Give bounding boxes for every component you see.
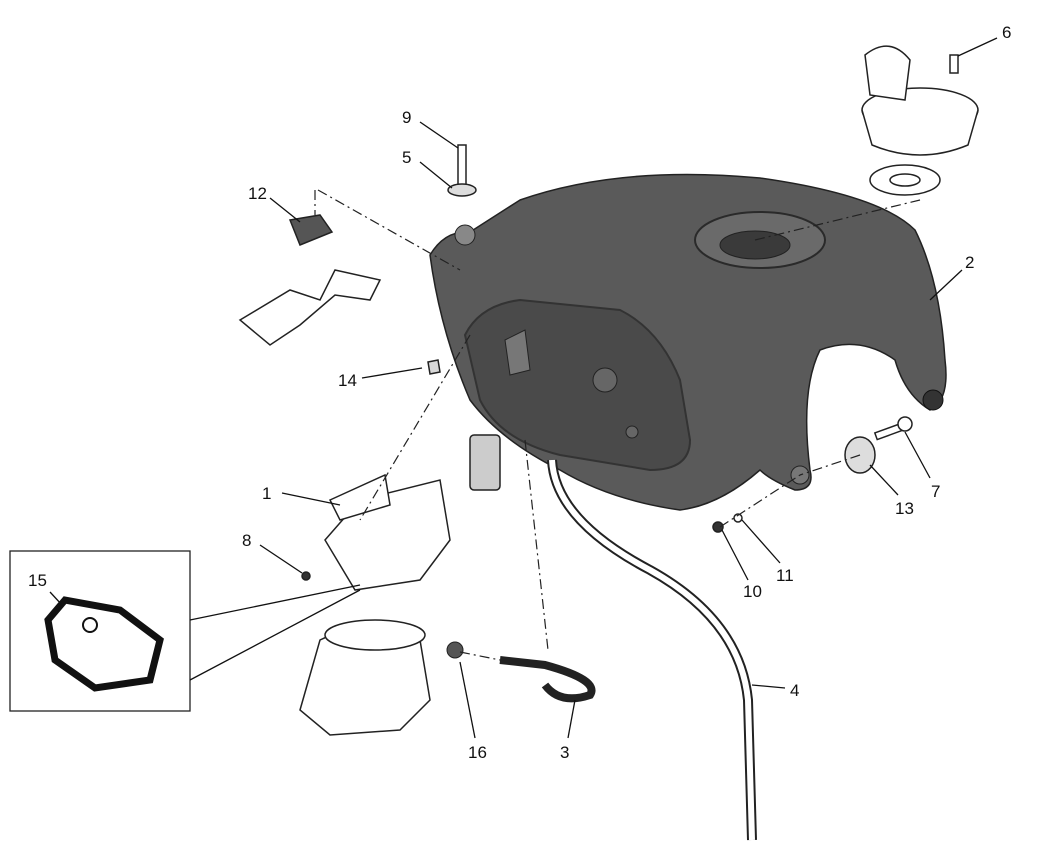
callout-11: 11 <box>776 566 794 585</box>
callout-8: 8 <box>242 531 251 550</box>
front-bracket <box>238 214 441 375</box>
callout-7: 7 <box>931 482 940 501</box>
filler-cap <box>861 45 979 196</box>
leader-lines <box>49 37 998 739</box>
breather-hose <box>499 656 596 703</box>
callout-13: 13 <box>895 499 914 518</box>
callout-16: 16 <box>468 743 487 762</box>
callout-10: 10 <box>743 582 762 601</box>
drain-hose-inner <box>549 459 755 841</box>
callout-14: 14 <box>338 371 357 390</box>
fuel-pump <box>299 434 501 736</box>
callout-6: 6 <box>1002 23 1011 42</box>
gasket-inset <box>9 550 361 712</box>
callout-1: 1 <box>262 484 271 503</box>
fuel-tank <box>429 173 947 511</box>
callout-2: 2 <box>965 253 974 272</box>
hose-connector <box>446 641 464 659</box>
callout-9: 9 <box>402 108 411 127</box>
drain-hose <box>547 459 757 841</box>
callout-12: 12 <box>248 184 267 203</box>
callout-labels: 1 2 3 4 5 6 7 8 9 10 11 12 13 14 15 16 <box>28 23 1011 762</box>
callout-5: 5 <box>402 148 411 167</box>
callout-3: 3 <box>560 743 569 762</box>
callout-4: 4 <box>790 681 799 700</box>
callout-15: 15 <box>28 571 47 590</box>
assembly-lines <box>314 189 921 661</box>
